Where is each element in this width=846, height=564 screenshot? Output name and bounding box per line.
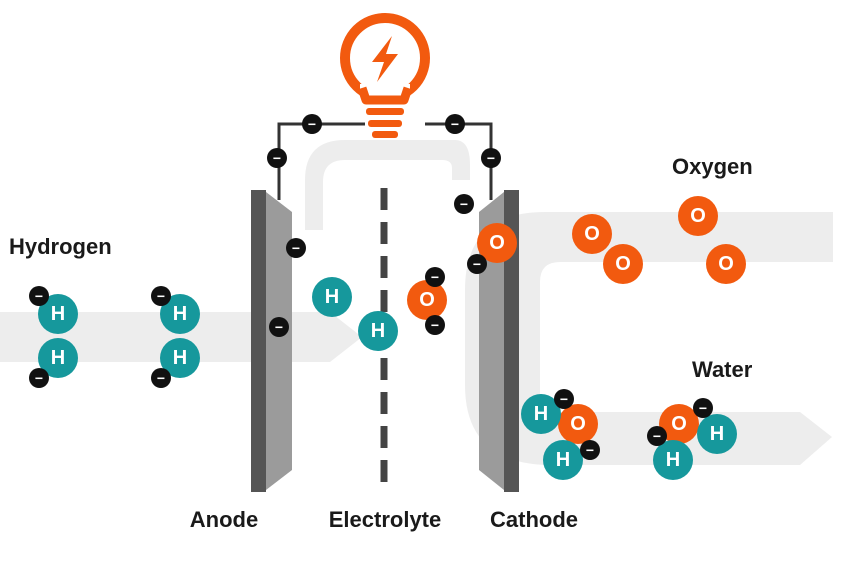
svg-text:−: − (273, 150, 281, 166)
svg-text:−: − (451, 116, 459, 132)
svg-text:−: − (292, 240, 300, 256)
svg-text:H: H (534, 403, 548, 425)
svg-text:H: H (371, 320, 385, 342)
electron: − (302, 114, 322, 134)
hydrogen-molecule: H H − − (29, 286, 78, 388)
svg-text:−: − (560, 391, 568, 407)
svg-text:−: − (586, 442, 594, 458)
electrolyte-label: Electrolyte (329, 507, 442, 532)
anode-electrode (251, 190, 292, 492)
electron: − (269, 317, 289, 337)
cathode-label: Cathode (490, 507, 578, 532)
svg-text:−: − (157, 370, 165, 386)
svg-text:H: H (173, 303, 187, 325)
oxygen-atom: O − (467, 223, 517, 274)
svg-text:−: − (473, 256, 481, 272)
svg-text:H: H (666, 449, 680, 471)
svg-text:−: − (653, 428, 661, 444)
svg-text:O: O (671, 413, 687, 435)
hydrogen-ion: H (312, 277, 352, 317)
svg-text:O: O (584, 223, 600, 245)
svg-text:−: − (487, 150, 495, 166)
svg-text:−: − (275, 319, 283, 335)
svg-text:O: O (690, 205, 706, 227)
svg-text:H: H (51, 303, 65, 325)
oxygen-ion: O − − (407, 267, 447, 335)
svg-text:O: O (489, 232, 505, 254)
oxygen-molecule: O O (572, 214, 643, 284)
electron: − (286, 238, 306, 258)
lightbulb-lightning-icon (340, 13, 430, 138)
svg-text:H: H (556, 449, 570, 471)
lightning-icon (372, 36, 398, 82)
electron: − (454, 194, 474, 214)
hydrogen-molecule: H H − − (151, 286, 200, 388)
svg-text:H: H (710, 423, 724, 445)
svg-text:−: − (308, 116, 316, 132)
svg-text:−: − (699, 400, 707, 416)
water-molecule: O H H − − (521, 389, 600, 480)
inner-flow-arch (305, 140, 470, 230)
anode-label: Anode (190, 507, 258, 532)
water-label: Water (692, 357, 753, 382)
svg-text:−: − (157, 288, 165, 304)
water-molecule: O H H − − (647, 398, 737, 480)
svg-text:H: H (173, 347, 187, 369)
oxygen-water-flow (465, 212, 833, 465)
svg-text:−: − (35, 370, 43, 386)
svg-text:O: O (570, 413, 586, 435)
hydrogen-label: Hydrogen (9, 234, 112, 259)
oxygen-label: Oxygen (672, 154, 753, 179)
electron: − (267, 148, 287, 168)
svg-text:O: O (718, 253, 734, 275)
electrons: − − − − − − − (267, 114, 501, 337)
svg-text:−: − (431, 269, 439, 285)
electron: − (481, 148, 501, 168)
svg-text:H: H (325, 286, 339, 308)
oxygen-molecule: O O (678, 196, 746, 284)
svg-text:−: − (35, 288, 43, 304)
hydrogen-ion: H (358, 311, 398, 351)
svg-text:H: H (51, 347, 65, 369)
electron: − (445, 114, 465, 134)
svg-text:−: − (460, 196, 468, 212)
svg-text:−: − (431, 317, 439, 333)
svg-text:O: O (615, 253, 631, 275)
svg-text:O: O (419, 289, 435, 311)
